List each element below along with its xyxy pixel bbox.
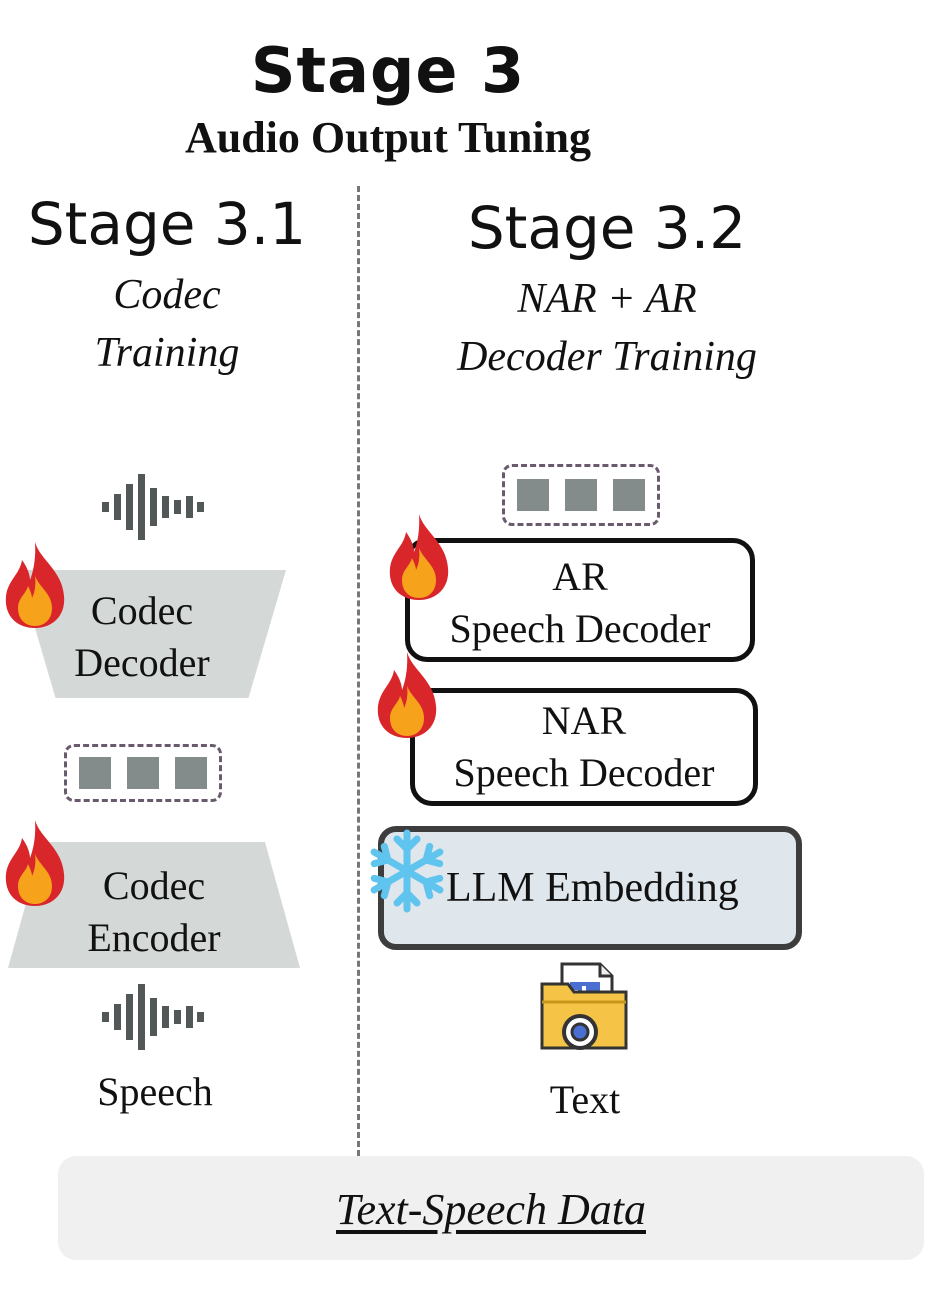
text-speech-data-label: Text-Speech Data <box>336 1185 646 1234</box>
fire-icon <box>389 514 449 600</box>
ar-speech-decoder: AR Speech Decoder <box>405 538 755 662</box>
nar-decoder-line2: Speech Decoder <box>453 750 715 795</box>
speech-token <box>517 479 549 511</box>
column-divider <box>357 186 360 1156</box>
llm-embedding-block: LLM Embedding <box>378 826 802 950</box>
codec-token <box>79 757 111 789</box>
stage-3-1-desc-line1: Codec <box>113 272 221 318</box>
codec-token <box>127 757 159 789</box>
speech-token-box <box>502 464 660 526</box>
stage-subtitle: Audio Output Tuning <box>184 113 592 162</box>
stage-3-1-title: Stage 3.1 <box>27 190 307 258</box>
stage-3-1-description: Codec Training <box>0 266 334 382</box>
nar-speech-decoder: NAR Speech Decoder <box>410 688 758 806</box>
data-panel <box>58 1156 924 1260</box>
llm-embedding-label: LLM Embedding <box>446 865 739 911</box>
codec-decoder-label: Codec Decoder <box>18 585 266 689</box>
codec-token-box <box>64 744 222 802</box>
waveform-icon <box>102 984 204 1050</box>
codec-encoder-line2: Encoder <box>87 915 221 960</box>
fire-icon <box>5 820 65 906</box>
fire-icon <box>5 542 65 628</box>
codec-encoder-line1: Codec <box>102 863 206 908</box>
stage-3-2-desc-line2: Decoder Training <box>457 334 757 380</box>
ar-decoder-line1: AR <box>552 554 608 599</box>
nar-decoder-line1: NAR <box>541 698 627 743</box>
codec-encoder-label: Codec Encoder <box>8 860 300 964</box>
stage-3-2-title: Stage 3.2 <box>467 194 747 262</box>
stage-3-1-desc-line2: Training <box>94 330 240 376</box>
stage-title: Stage 3 <box>250 34 526 107</box>
speech-label: Speech <box>97 1069 213 1114</box>
stage-3-2-desc-line1: NAR + AR <box>517 276 697 322</box>
codec-token <box>175 757 207 789</box>
stage-3-2-description: NAR + AR Decoder Training <box>380 270 834 386</box>
ar-decoder-line2: Speech Decoder <box>449 606 711 651</box>
document-folder-icon <box>540 962 628 1050</box>
codec-decoder-line1: Codec <box>90 588 194 633</box>
codec-decoder-line2: Decoder <box>74 640 210 685</box>
fire-icon <box>377 652 437 738</box>
speech-token <box>613 479 645 511</box>
snowflake-icon <box>364 829 450 914</box>
speech-token <box>565 479 597 511</box>
waveform-icon <box>102 474 204 540</box>
text-label: Text <box>549 1077 621 1122</box>
